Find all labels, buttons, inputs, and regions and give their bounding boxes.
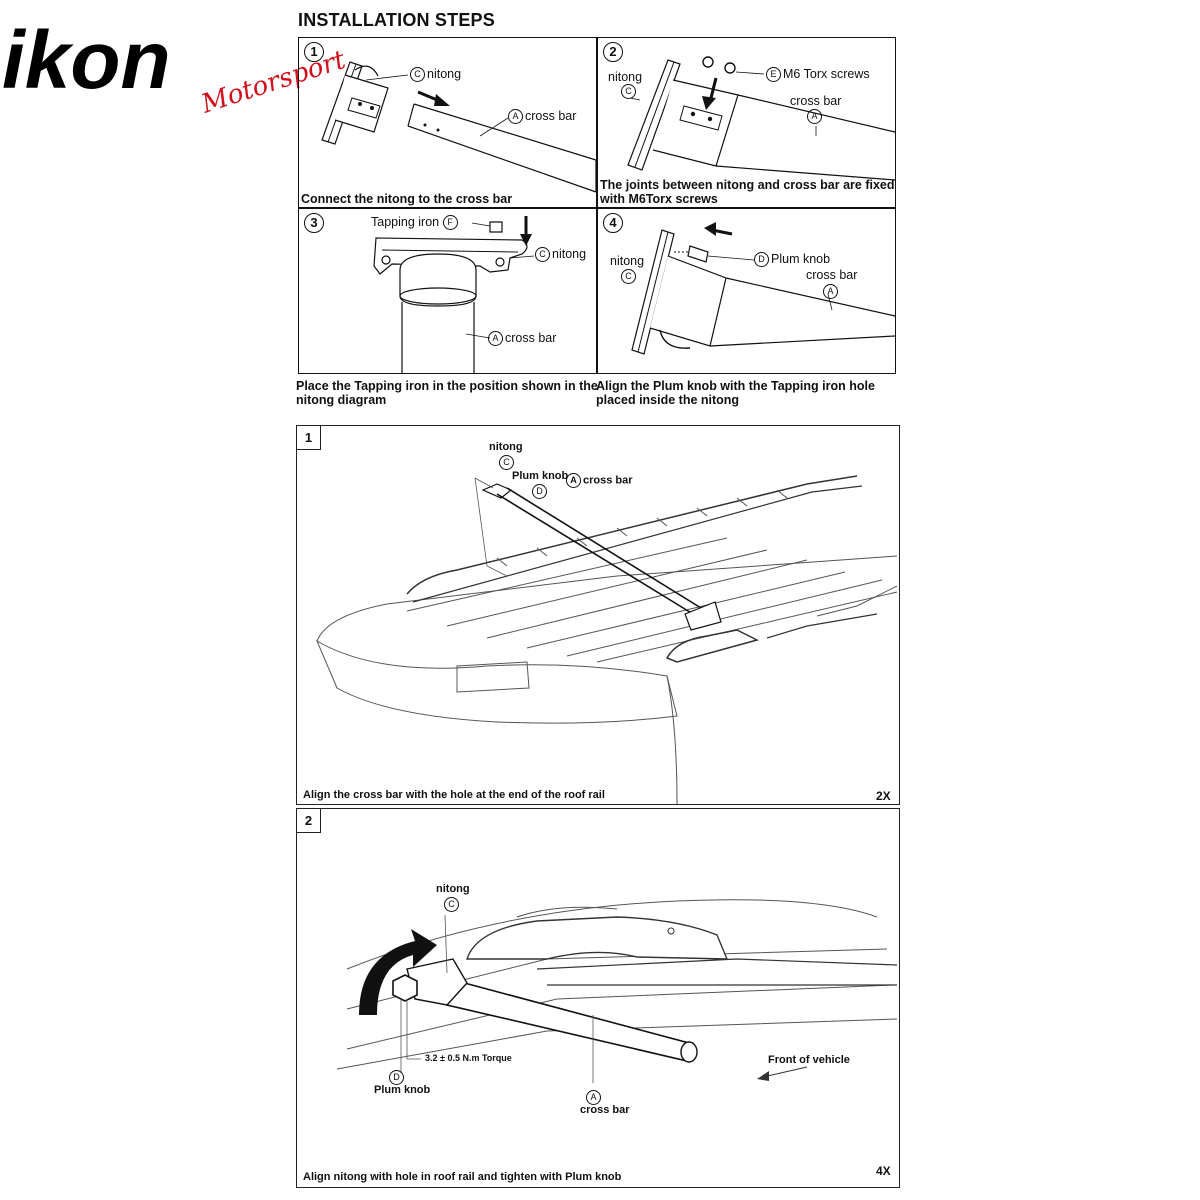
callout-d: D [754, 252, 769, 268]
panel-1-roof-drawing [297, 426, 899, 804]
callout-a: A [488, 331, 503, 347]
step-1-drawing [300, 40, 596, 205]
step-4-drawing [598, 222, 895, 374]
step-2-number: 2 [603, 42, 623, 62]
panel-1-callout-d-wrap: D [532, 483, 549, 501]
callout-f: F [442, 215, 458, 231]
step-2-callout-a-wrap: A [807, 108, 824, 126]
label-text: Plum knob [771, 252, 831, 266]
callout-c: C [410, 67, 425, 83]
label-text: nitong [552, 247, 587, 261]
installation-title: INSTALLATION STEPS [298, 10, 495, 30]
panel-1-callout-c-wrap: C [499, 454, 516, 472]
step-4-label-nitong: nitong [610, 254, 645, 268]
panel-1-label-plum-knob: Plum knob [512, 470, 569, 482]
panel-1-number: 1 [297, 426, 321, 450]
step-3-caption: Place the Tapping iron in the position s… [296, 379, 598, 407]
step-1-caption: Connect the nitong to the cross bar [301, 192, 513, 206]
step-4-label-crossbar: cross bar [806, 268, 858, 282]
step-2-drawing [598, 40, 895, 205]
panel-1-label-nitong: nitong [489, 441, 523, 453]
panel-2-callout-c-wrap: C [444, 896, 461, 914]
grid-divider-vertical [596, 37, 598, 374]
label-text: cross bar [525, 109, 577, 123]
step-4-callout-a-wrap: A [823, 283, 840, 301]
grid-divider-horizontal [298, 207, 896, 209]
caption-line-1: The joints between nitong and cross bar … [600, 178, 895, 192]
step-3-drawing [300, 210, 596, 374]
callout-a: A [586, 1090, 601, 1106]
label-text: nitong [427, 67, 462, 81]
step-2-caption: The joints between nitong and cross bar … [600, 178, 895, 206]
step-2-label-nitong: nitong [608, 70, 643, 84]
panel-1-quantity: 2X [876, 789, 891, 803]
label-text: cross bar [583, 474, 633, 487]
callout-c: C [621, 84, 636, 100]
panel-2-label-nitong: nitong [436, 883, 470, 895]
callout-c: C [621, 269, 636, 285]
step-3-number: 3 [304, 213, 324, 233]
step-4-number: 4 [603, 213, 623, 233]
panel-2-label-crossbar: cross bar [580, 1104, 630, 1116]
callout-c: C [444, 897, 459, 913]
caption-line-1: Align the Plum knob with the Tapping iro… [596, 379, 875, 393]
callout-a: A [823, 284, 838, 300]
label-text: M6 Torx screws [783, 67, 870, 81]
panel-2-number: 2 [297, 809, 321, 833]
callout-e: E [766, 67, 781, 83]
panel-2-caption: Align nitong with hole in roof rail and … [303, 1171, 622, 1183]
panel-2-label-front-of-vehicle: Front of vehicle [768, 1054, 850, 1066]
logo-brand-text: ikon [2, 18, 171, 106]
step-4-callout-c-wrap: C [621, 268, 638, 286]
panel-2-callout-a-wrap: A [586, 1089, 603, 1107]
step-4-caption: Align the Plum knob with the Tapping iro… [596, 379, 875, 407]
step-3-label-tapping-iron: Tapping iron F [371, 215, 460, 231]
callout-a: A [508, 109, 523, 125]
panel-2-rail-drawing [297, 809, 899, 1187]
caption-line-1: Place the Tapping iron in the position s… [296, 379, 598, 393]
caption-line-2: nitong diagram [296, 393, 387, 407]
panel-2-callout-d-wrap: D [389, 1069, 406, 1087]
step-2-label-crossbar: cross bar [790, 94, 842, 108]
panel-2-label-plum-knob: Plum knob [374, 1084, 431, 1096]
callout-d: D [532, 484, 547, 500]
callout-c: C [499, 455, 514, 471]
callout-a: A [807, 109, 822, 125]
roof-panel-1 [296, 425, 900, 805]
caption-line-2: placed inside the nitong [596, 393, 740, 407]
caption-line-2: with M6Torx screws [600, 192, 718, 206]
panel-2-quantity: 4X [876, 1164, 891, 1178]
callout-d: D [389, 1070, 404, 1086]
label-text: cross bar [505, 331, 557, 345]
roof-panel-2 [296, 808, 900, 1188]
callout-c: C [535, 247, 550, 263]
panel-2-label-torque: 3.2 ± 0.5 N.m Torque [425, 1053, 512, 1063]
step-2-callout-c-wrap: C [621, 83, 638, 101]
panel-1-caption: Align the cross bar with the hole at the… [303, 789, 605, 801]
label-text: Tapping iron [371, 215, 440, 229]
callout-a: A [566, 473, 581, 488]
step-1-number: 1 [304, 42, 324, 62]
ikon-motorsports-logo: ikon Motorsports [0, 15, 362, 123]
